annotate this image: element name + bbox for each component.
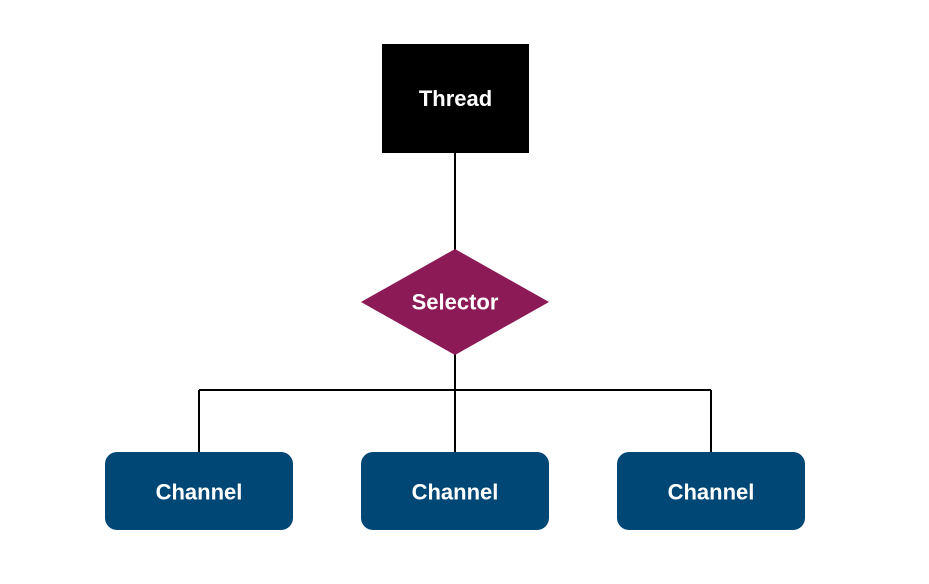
selector-diamond [361,249,549,355]
channel-box-2 [361,452,549,530]
thread-node: Thread [382,44,529,153]
channel-label-1: Channel [156,480,243,505]
thread-box [382,44,529,153]
channel-label-3: Channel [668,480,755,505]
selector-label: Selector [412,290,499,315]
channel-box-1 [105,452,293,530]
connectors [198,152,712,453]
thread-label: Thread [419,86,492,111]
channel-node-1: Channel [105,452,293,530]
channel-label-2: Channel [412,480,499,505]
channel-node-3: Channel [617,452,805,530]
channel-node-2: Channel [361,452,549,530]
channel-box-3 [617,452,805,530]
selector-node: Selector [361,249,549,355]
